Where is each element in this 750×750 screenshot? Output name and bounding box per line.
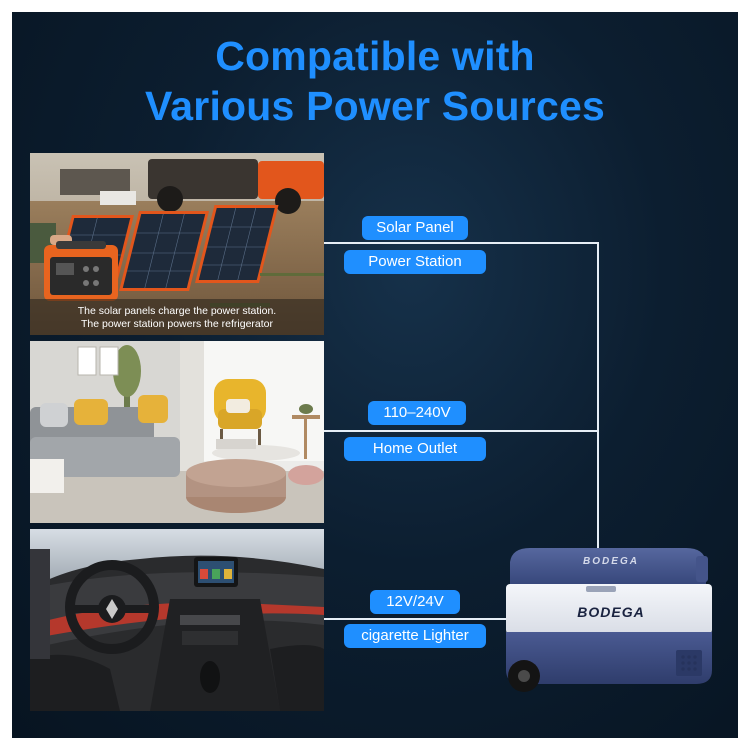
solar-scene-illustration: [30, 153, 324, 335]
fridge-brand-logo: BODEGA: [577, 604, 645, 620]
vent-grille: [676, 650, 702, 676]
connector-line-car: [324, 618, 506, 620]
infographic-frame: Compatible with Various Power Sources: [12, 12, 738, 738]
label-voltage-home: 110–240V: [368, 401, 466, 425]
connector-line-vertical: [597, 242, 599, 548]
power-station-unit: [44, 241, 118, 301]
headline-line-1: Compatible with: [215, 33, 535, 79]
connector-line-home: [324, 430, 598, 432]
car-interior-illustration: [30, 529, 324, 711]
sofa: [30, 395, 180, 477]
solar-caption-line-1: The solar panels charge the power statio…: [77, 305, 277, 317]
label-solar-panel: Solar Panel: [362, 216, 468, 240]
label-home-outlet: Home Outlet: [344, 437, 486, 461]
car-interior-photo: [30, 529, 324, 711]
yellow-armchair: [214, 379, 266, 447]
living-room-photo: [30, 341, 324, 523]
portable-fridge: [506, 548, 712, 692]
steering-wheel: [65, 560, 159, 654]
solar-power-station-photo: The solar panels charge the power statio…: [30, 153, 324, 335]
label-cigarette-lighter: cigarette Lighter: [344, 624, 486, 648]
fridge-lid-logo: BODEGA: [583, 556, 639, 567]
label-voltage-car: 12V/24V: [370, 590, 460, 614]
connector-line-solar: [324, 242, 598, 244]
solar-caption-line-2: The power station powers the refrigerato…: [80, 318, 273, 330]
label-power-station: Power Station: [344, 250, 486, 274]
living-room-illustration: [30, 341, 324, 523]
headline-line-2: Various Power Sources: [145, 83, 605, 129]
